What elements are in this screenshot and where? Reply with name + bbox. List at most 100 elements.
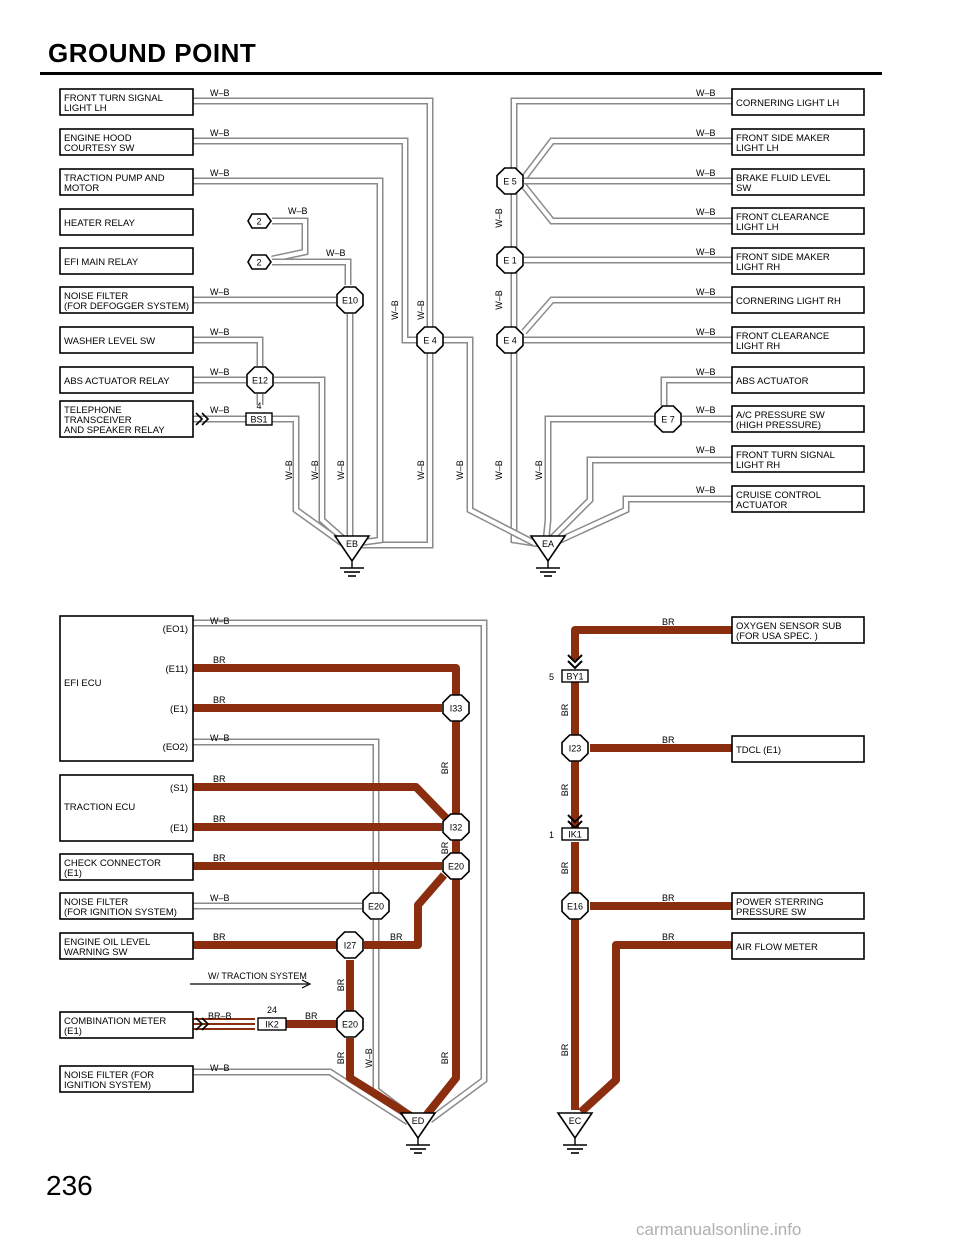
- br-vlabel-right-0: BR: [560, 703, 570, 716]
- combination-side-chevron-1: [201, 1017, 210, 1031]
- brake-fluid-level-sw-label-0: BRAKE FLUID LEVEL: [736, 173, 831, 184]
- wb-vlabel-left-5: W–B: [390, 300, 400, 320]
- front-side-maker-lh-box: [731, 128, 865, 156]
- engine-oil-level-sw-label-1: WARNING SW: [64, 947, 128, 958]
- cruise-control-actuator-box: [731, 485, 865, 513]
- junction-e5-node: [496, 167, 524, 195]
- efi-main-relay-box: [59, 247, 194, 275]
- wire-e4-ea-outer: [442, 336, 538, 548]
- brb-label-combination: BR–B: [208, 1011, 232, 1021]
- tdcl-label-0: TDCL (E1): [736, 745, 781, 756]
- efi-ecu-terminal-1: (E11): [165, 664, 188, 675]
- wb-label-right-4: W–B: [696, 247, 716, 257]
- engine-oil-level-sw-box: [59, 932, 194, 960]
- wb-label-left-4: W–B: [326, 248, 346, 258]
- ik1-arrows-chevron-0: [567, 814, 583, 824]
- junction-e4-left-label: E 4: [423, 336, 437, 346]
- br-vlabel-left-4: BR: [440, 1051, 450, 1064]
- washer-level-sw-label-0: WASHER LEVEL SW: [64, 336, 155, 347]
- check-connector-box: [59, 853, 194, 881]
- connector-ik2-connector: [257, 1017, 287, 1031]
- efi-ecu-label: EFI ECU: [64, 678, 102, 689]
- br-vlabel-right-2: BR: [560, 861, 570, 874]
- br-vlabel-right-3: BR: [560, 1043, 570, 1056]
- junction-i33-node: [442, 694, 470, 722]
- wire-washer-outer: [193, 336, 264, 366]
- br-label-right-3: BR: [662, 932, 675, 942]
- combination-meter-label-0: COMBINATION METER: [64, 1016, 166, 1027]
- wire-i27-e20: [364, 872, 448, 949]
- oxygen-sensor-sub-label-0: OXYGEN SENSOR SUB: [736, 621, 842, 632]
- junction-e7-label: E 7: [661, 415, 675, 425]
- front-clearance-lh-label-1: LIGHT LH: [736, 222, 779, 233]
- wb-vlabel-right-3: W–B: [494, 290, 504, 310]
- br-label-left-3: BR: [213, 814, 226, 824]
- wb-label-left-6: W–B: [210, 327, 230, 337]
- wb-label-left-2: W–B: [210, 168, 230, 178]
- cornering-light-lh-box: [731, 88, 865, 116]
- junction-e20-low-node: [336, 1010, 364, 1038]
- brake-fluid-level-sw-label-1: SW: [736, 183, 751, 194]
- br-label-left-7: BR: [305, 1011, 318, 1021]
- br-wires: [193, 626, 735, 1122]
- br-label-right-2: BR: [662, 893, 675, 903]
- br-label-left-0: BR: [213, 655, 226, 665]
- wire-efi-main-inner: [272, 260, 350, 285]
- cruise-control-actuator-label-0: CRUISE CONTROL: [736, 490, 821, 501]
- connector-by1-label: BY1: [566, 672, 583, 682]
- wire-e4-eb-inner: [360, 340, 432, 547]
- front-side-maker-rh-label-1: LIGHT RH: [736, 262, 780, 273]
- efi-ecu-box: [59, 615, 194, 762]
- telephone-side-chevron-1: [201, 412, 210, 426]
- noise-filter-ignition-box: [59, 892, 194, 920]
- wb-label-right-1: W–B: [696, 128, 716, 138]
- wire-e4-ea-inner: [442, 338, 537, 546]
- engine-hood-courtesy-sw-label-0: ENGINE HOOD: [64, 133, 132, 144]
- traction-pump-motor-label-1: MOTOR: [64, 183, 99, 194]
- by1-arrows-chevron-0: [567, 654, 583, 664]
- air-flow-meter-box: [731, 932, 865, 960]
- watermark: carmanualsonline.info: [636, 1220, 802, 1239]
- wire-e20-ed-inner: [374, 920, 418, 1122]
- abs-actuator-box: [731, 366, 865, 394]
- ground-ea-triangle: [529, 535, 567, 563]
- power-steering-sw-label-1: PRESSURE SW: [736, 907, 806, 918]
- wb-label-noise-ign2: W–B: [210, 1063, 230, 1073]
- front-clearance-rh-label-1: LIGHT RH: [736, 341, 780, 352]
- traction-ecu-terminal-e1: (E1): [170, 823, 188, 834]
- wb-label-right-7: W–B: [696, 367, 716, 377]
- noise-filter-ignition-2-label-1: IGNITION SYSTEM): [64, 1080, 151, 1091]
- junction-e16-label: E16: [567, 902, 583, 912]
- pin-4: 4: [256, 401, 261, 411]
- traction-pump-motor-box: [59, 168, 194, 196]
- wb-label-left-3: W–B: [288, 206, 308, 216]
- noise-filter-ignition-label-1: (FOR IGNITION SYSTEM): [64, 907, 177, 918]
- connector-ik1-label: IK1: [568, 830, 582, 840]
- junction-e1-node: [496, 246, 524, 274]
- wire-efi-main-outer: [272, 258, 352, 285]
- wb-vlabel-left-6: W–B: [416, 300, 426, 320]
- wb-label-right-2: W–B: [696, 168, 716, 178]
- traction-system-note: W/ TRACTION SYSTEM: [208, 971, 307, 981]
- wb-wires: [193, 97, 735, 1125]
- page-number: 236: [46, 1170, 93, 1201]
- wire-efi-eo2-inner: [193, 740, 378, 895]
- ground-eb-triangle: [333, 535, 371, 563]
- engine-hood-courtesy-sw-label-1: COURTESY SW: [64, 143, 134, 154]
- connector-bs1-connector: [245, 412, 273, 426]
- br-label-right-0: BR: [662, 617, 675, 627]
- front-clearance-lh-box: [731, 207, 865, 235]
- wire-e12-eb-inner: [274, 378, 350, 545]
- noise-filter-defogger-box: [59, 286, 194, 314]
- heater-junction-label: 2: [256, 217, 261, 227]
- combination-side-chevron-0: [195, 1017, 204, 1031]
- combination-meter-box: [59, 1011, 194, 1039]
- br-label-left-6: BR: [390, 932, 403, 942]
- wb-label-right-9: W–B: [696, 445, 716, 455]
- connector-ik2-label: IK2: [265, 1020, 279, 1030]
- ground-ed-triangle: [399, 1112, 437, 1140]
- wire-washer-inner: [193, 338, 262, 366]
- abs-actuator-label-0: ABS ACTUATOR: [736, 376, 809, 387]
- heater-relay-label-0: HEATER RELAY: [64, 218, 136, 229]
